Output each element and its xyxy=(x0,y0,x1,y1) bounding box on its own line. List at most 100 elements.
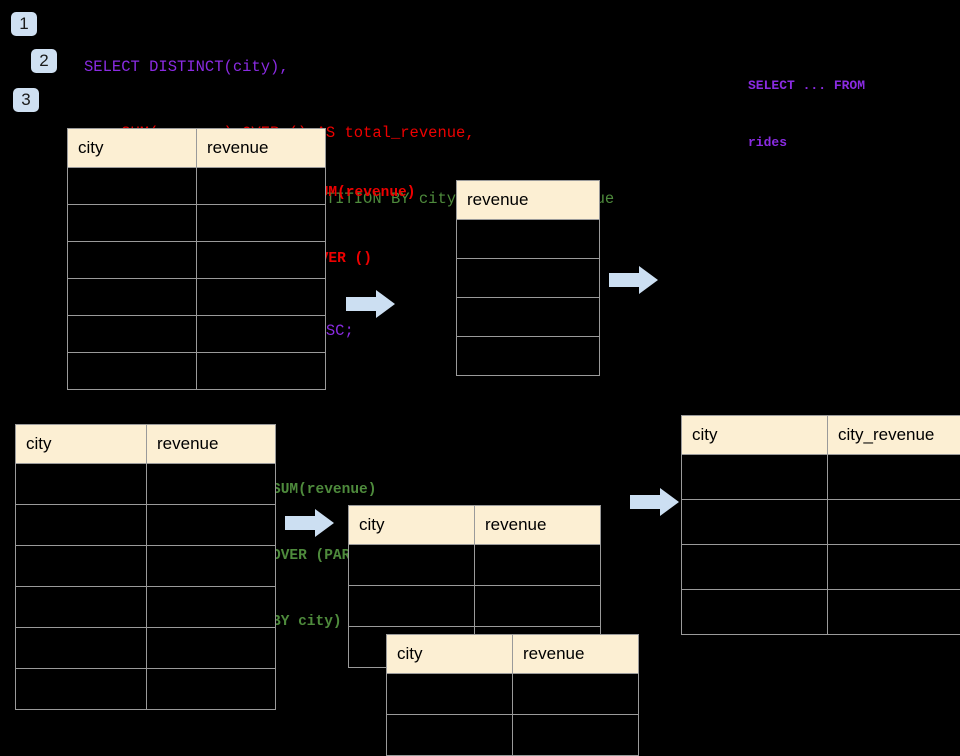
column-header-revenue: revenue xyxy=(197,129,326,168)
step-badge-1: 1 xyxy=(11,12,37,36)
table-row xyxy=(68,316,326,353)
total-revenue-table: revenue xyxy=(456,180,600,376)
table-row xyxy=(387,674,639,715)
cell-city xyxy=(682,545,828,590)
table-row xyxy=(457,259,600,298)
cell-revenue xyxy=(475,586,601,627)
cell-city xyxy=(16,546,147,587)
step-badge-2-label: 2 xyxy=(39,51,48,70)
cell-revenue xyxy=(513,715,639,756)
column-header-city: city xyxy=(16,425,147,464)
table-row xyxy=(457,220,600,259)
cell-revenue xyxy=(147,464,276,505)
cell-city xyxy=(68,205,197,242)
cell-city xyxy=(387,715,513,756)
annotation-total-revenue: SUM(revenue) OVER () xyxy=(311,138,415,292)
cell-city xyxy=(16,505,147,546)
side-note-line-1: SELECT ... FROM xyxy=(748,76,865,95)
table-row xyxy=(682,545,960,590)
cell-revenue xyxy=(197,353,326,390)
annotation-total-revenue-line-2: OVER () xyxy=(311,248,415,270)
cell-city xyxy=(387,674,513,715)
cell-city xyxy=(16,464,147,505)
cell-revenue xyxy=(457,298,600,337)
step-badge-2: 2 xyxy=(31,49,57,73)
table-row xyxy=(16,505,276,546)
cell-revenue xyxy=(513,674,639,715)
cell-revenue xyxy=(147,628,276,669)
cell-city xyxy=(16,669,147,710)
table-row xyxy=(16,464,276,505)
table-row xyxy=(16,628,276,669)
column-header-revenue: revenue xyxy=(475,506,601,545)
sql-line-select: SELECT DISTINCT(city), xyxy=(84,56,614,78)
cell-revenue xyxy=(197,205,326,242)
table-row xyxy=(682,500,960,545)
cell-city xyxy=(16,587,147,628)
cell-revenue xyxy=(197,168,326,205)
rides-source-table-bottom: city revenue xyxy=(15,424,276,710)
table-row xyxy=(16,587,276,628)
column-header-city: city xyxy=(349,506,475,545)
table-row xyxy=(349,545,601,586)
table-row xyxy=(16,669,276,710)
cell-city xyxy=(68,279,197,316)
cell-revenue xyxy=(457,220,600,259)
column-header-revenue: revenue xyxy=(513,635,639,674)
column-header-revenue: revenue xyxy=(457,181,600,220)
cell-revenue xyxy=(147,669,276,710)
table-row xyxy=(349,586,601,627)
cell-revenue xyxy=(147,505,276,546)
select-from-rides-note: SELECT ... FROM rides xyxy=(748,38,865,171)
column-header-city-revenue: city_revenue xyxy=(828,416,960,455)
step-badge-1-label: 1 xyxy=(19,14,28,33)
cell-city xyxy=(68,168,197,205)
cell-city-revenue xyxy=(828,590,960,635)
cell-revenue xyxy=(197,316,326,353)
cell-revenue xyxy=(457,259,600,298)
column-header-city: city xyxy=(68,129,197,168)
cell-city xyxy=(349,545,475,586)
cell-city xyxy=(68,353,197,390)
table-header-row: city revenue xyxy=(68,129,326,168)
column-header-city: city xyxy=(387,635,513,674)
table-header-row: city revenue xyxy=(349,506,601,545)
table-row xyxy=(68,168,326,205)
column-header-city: city xyxy=(682,416,828,455)
table-header-row: city revenue xyxy=(16,425,276,464)
table-header-row: city revenue xyxy=(387,635,639,674)
final-result-table: city city_revenue xyxy=(681,415,960,635)
arrow-right-icon-bottom-1 xyxy=(285,508,335,538)
cell-revenue xyxy=(147,587,276,628)
cell-revenue xyxy=(457,337,600,376)
cell-revenue xyxy=(475,545,601,586)
step-badge-3-label: 3 xyxy=(21,90,30,109)
step-badge-3: 3 xyxy=(13,88,39,112)
column-header-revenue: revenue xyxy=(147,425,276,464)
cell-city xyxy=(682,500,828,545)
table-header-row: revenue xyxy=(457,181,600,220)
table-row xyxy=(682,590,960,635)
cell-city-revenue xyxy=(828,455,960,500)
partition-group-b-table: city revenue xyxy=(386,634,639,756)
cell-city-revenue xyxy=(828,545,960,590)
arrow-right-icon-top-1 xyxy=(346,289,396,319)
table-row xyxy=(68,205,326,242)
cell-city xyxy=(16,628,147,669)
cell-city xyxy=(682,455,828,500)
cell-city xyxy=(68,242,197,279)
rides-source-table-top: city revenue xyxy=(67,128,326,390)
cell-revenue xyxy=(197,242,326,279)
annotation-city-revenue-line-1: SUM(revenue) xyxy=(272,479,403,501)
table-row xyxy=(457,337,600,376)
table-row xyxy=(68,353,326,390)
table-row xyxy=(68,242,326,279)
arrow-right-icon-top-2 xyxy=(609,265,659,295)
cell-revenue xyxy=(147,546,276,587)
table-row xyxy=(682,455,960,500)
table-row xyxy=(16,546,276,587)
table-row xyxy=(387,715,639,756)
cell-city-revenue xyxy=(828,500,960,545)
annotation-total-revenue-line-1: SUM(revenue) xyxy=(311,182,415,204)
arrow-right-icon-bottom-2 xyxy=(630,487,680,517)
